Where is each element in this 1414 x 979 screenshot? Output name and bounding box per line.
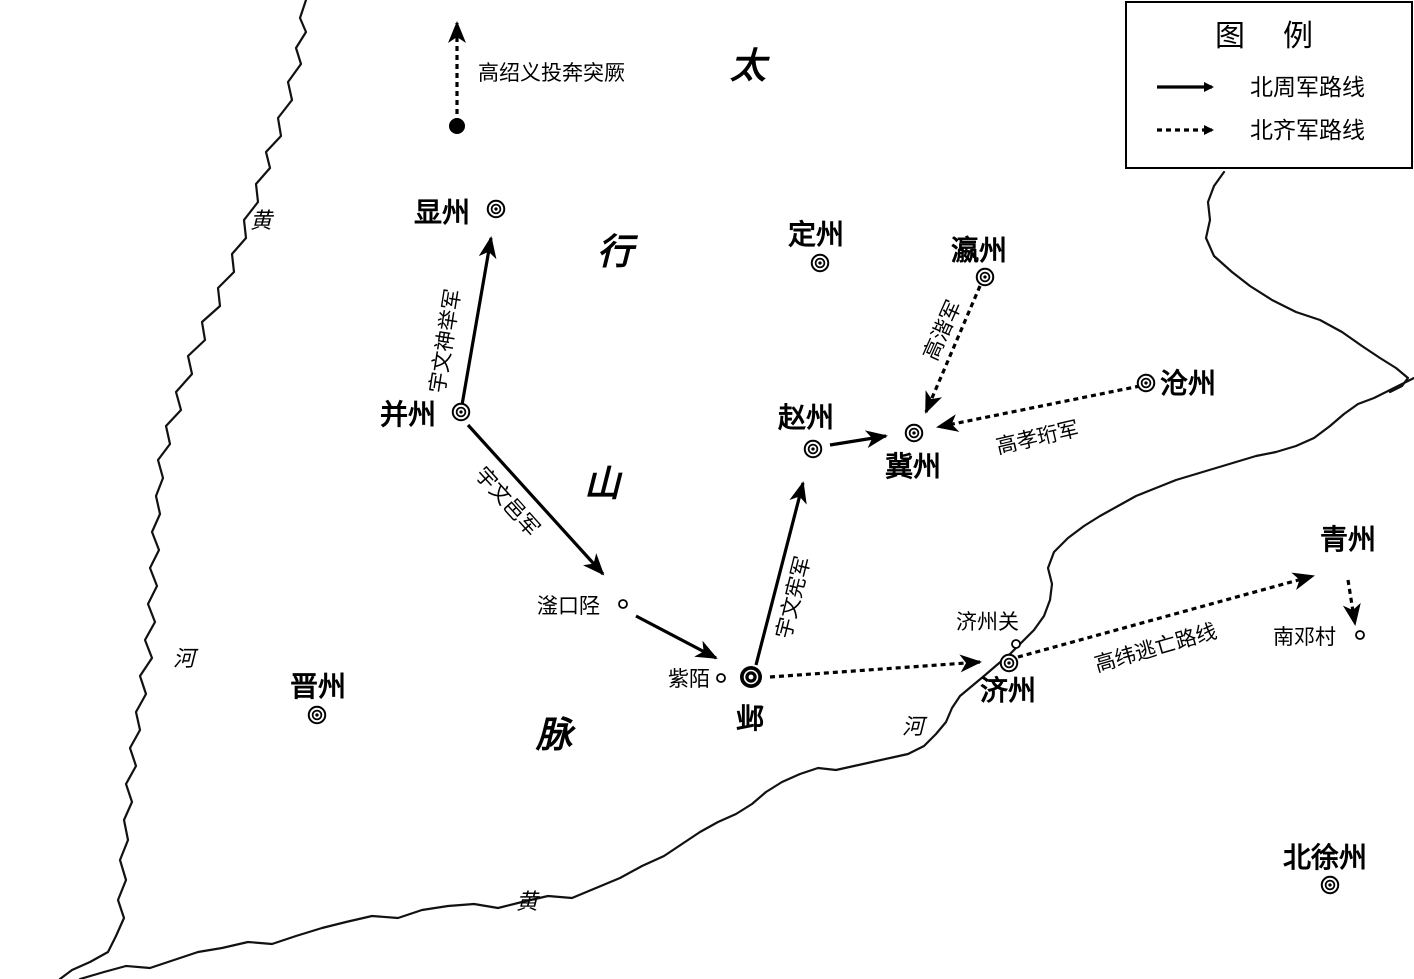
city-label-xianzhou: 显州 — [414, 196, 470, 229]
city-marker-cangzhou — [1136, 373, 1156, 393]
legend: 图 例 北周军路线 北齐军路线 — [1125, 1, 1413, 169]
route-yuwen-yi-2 — [635, 614, 718, 660]
river-label-huang-south: 黄 — [516, 890, 541, 915]
city-label-jizhou: 冀州 — [885, 450, 941, 483]
route-label-gao-xiaoheng: 高孝珩军 — [994, 417, 1081, 459]
city-marker-jizhou — [904, 423, 924, 443]
route-label-gao-jie: 高湝军 — [919, 297, 967, 364]
origin-dot — [449, 118, 465, 134]
route-gao-jie — [924, 285, 982, 414]
legend-title-left: 图 — [1215, 19, 1245, 54]
city-marker-yingzhou — [975, 267, 995, 287]
route-qingzhou-nandeng — [1342, 579, 1361, 626]
city-marker-dingzhou — [810, 253, 830, 273]
city-marker-jinzhou — [307, 705, 327, 725]
river-label-he-south: 河 — [902, 715, 928, 740]
route-ye-jizhou — [769, 654, 982, 679]
capital-marker-ye — [740, 666, 762, 688]
place-label-zimo: 紫陌 — [668, 667, 710, 691]
mountain-char-shan: 山 — [584, 463, 623, 505]
city-label-zhaozhou: 赵州 — [777, 401, 834, 434]
city-label-beixuzhou: 北徐州 — [1283, 841, 1367, 874]
legend-box — [1125, 1, 1413, 169]
city-label-bingzhou: 并州 — [380, 398, 436, 431]
route-label-yuwen-yi: 宇文邑军 — [470, 462, 544, 540]
city-label-qingzhou: 青州 — [1320, 523, 1376, 556]
river-label-huang-west: 黄 — [250, 209, 275, 234]
route-label-gao-wei: 高纬逃亡路线 — [1092, 619, 1220, 677]
city-marker-jizhou2 — [999, 653, 1019, 673]
place-label-nandeng: 南邓村 — [1273, 625, 1336, 649]
city-label-ye: 邺 — [736, 702, 764, 735]
city-label-dingzhou: 定州 — [788, 218, 844, 251]
legend-title-right: 例 — [1283, 19, 1313, 54]
route-label-yuwen-xian: 宇文宪军 — [772, 554, 816, 641]
route-yuwen-shenju — [460, 236, 497, 406]
city-label-jinzhou: 晋州 — [290, 670, 346, 703]
city-marker-xianzhou — [486, 199, 506, 219]
northeast-river — [1204, 170, 1410, 394]
place-label-jizhou-pass: 济州关 — [956, 610, 1019, 634]
mountain-char-hang: 行 — [597, 231, 639, 273]
city-marker-zhaozhou — [803, 439, 823, 459]
place-marker-zimo — [716, 673, 726, 683]
route-gao-wei — [1017, 572, 1315, 659]
place-label-fukou: 滏口陉 — [537, 594, 600, 618]
route-yuwen-xian — [754, 481, 807, 666]
legend-northern-qi-label: 北齐军路线 — [1250, 118, 1365, 144]
city-marker-bingzhou — [451, 402, 471, 422]
yellow-river-south — [78, 376, 1414, 979]
city-label-cangzhou: 沧州 — [1160, 367, 1216, 400]
route-label-gao-shaoyi: 高绍义投奔突厥 — [478, 61, 625, 85]
city-label-jizhou2: 济州 — [980, 674, 1036, 707]
city-marker-beixuzhou — [1320, 875, 1340, 895]
river-label-he-west: 河 — [173, 647, 199, 672]
route-gao-xiaoheng — [936, 384, 1141, 432]
place-marker-jizhou-pass — [1011, 639, 1021, 649]
place-marker-nandeng — [1355, 630, 1365, 640]
city-label-yingzhou: 瀛州 — [951, 234, 1007, 267]
yellow-river-west — [58, 0, 308, 979]
mountain-char-mai: 脉 — [535, 714, 576, 756]
legend-northern-zhou-label: 北周军路线 — [1250, 75, 1365, 101]
route-yuwen-yi-1 — [466, 423, 605, 576]
place-marker-fukou — [618, 599, 628, 609]
route-label-yuwen-shenju: 宇文神举军 — [425, 287, 465, 394]
route-zhaozhou-jizhou — [829, 430, 888, 449]
mountain-char-tai: 太 — [730, 45, 770, 87]
